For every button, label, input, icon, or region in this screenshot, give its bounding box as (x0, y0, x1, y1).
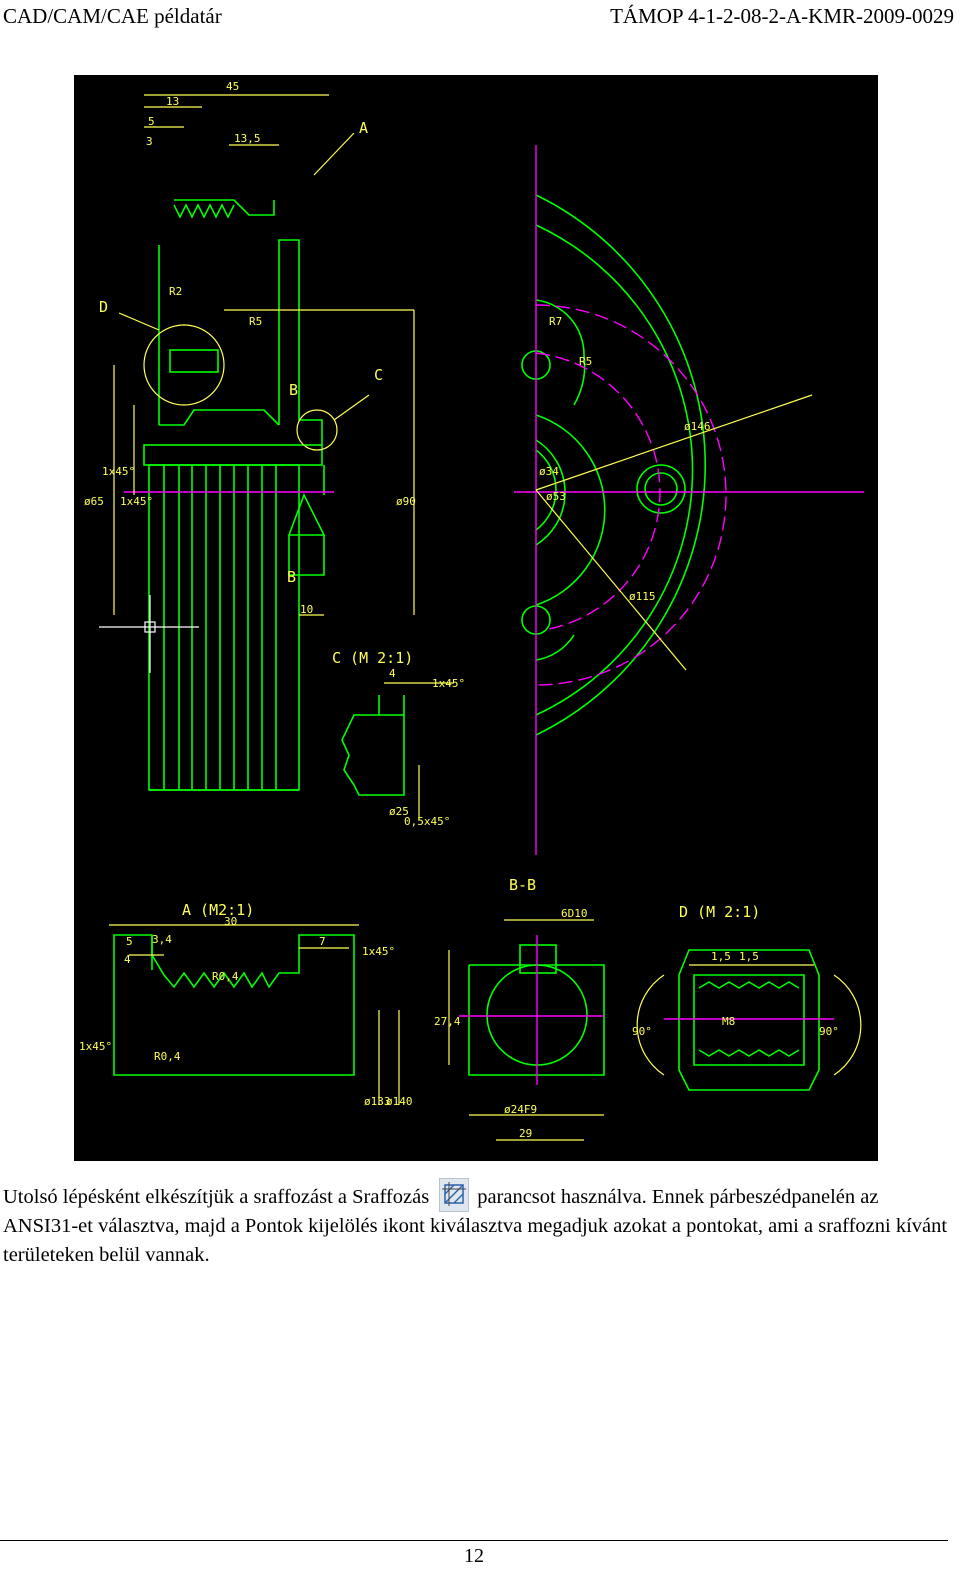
dim-3: 3 (146, 135, 153, 148)
cad-drawing: A D B C B C (M 2:1) A (M2:1) B-B D (M 2:… (74, 75, 878, 1161)
dim-d53: ø53 (546, 490, 566, 503)
dim-c-d25: ø25 (389, 805, 409, 818)
dim-a-30: 30 (224, 915, 237, 928)
dim-d-1-5a: 1,5 (711, 950, 731, 963)
dim-a-3-4: 3,4 (152, 933, 172, 946)
dim-d65: ø65 (84, 495, 104, 508)
section-c-title: C (M 2:1) (332, 649, 413, 667)
dim-b-d24f9: ø24F9 (504, 1103, 537, 1116)
dim-d115: ø115 (629, 590, 656, 603)
body-paragraph: Utolsó lépésként elkészítjük a sraffozás… (3, 1178, 953, 1270)
crosshair-cursor-icon (99, 595, 199, 673)
dim-d-m8: M8 (722, 1015, 735, 1028)
dim-b-29: 29 (519, 1127, 532, 1140)
header-left-title: CAD/CAM/CAE példatár (3, 4, 222, 28)
dim-d90: ø90 (396, 495, 416, 508)
label-B-bottom: B (287, 568, 296, 586)
dim-a-r04b: R0,4 (154, 1050, 181, 1063)
dim-a-4: 4 (124, 953, 131, 966)
dim-r7: R7 (549, 315, 562, 328)
dim-d-90a: 90° (632, 1025, 652, 1038)
cad-drawing-svg: A D B C B C (M 2:1) A (M2:1) B-B D (M 2:… (79, 80, 864, 1141)
dim-13: 13 (166, 95, 179, 108)
dim-a-1x45a: 1x45° (79, 1040, 112, 1053)
dim-b-27: 27,4 (434, 1015, 461, 1028)
dim-c-4: 4 (389, 667, 396, 680)
label-A: A (359, 119, 368, 137)
page-number: 12 (464, 1545, 484, 1567)
dim-r5b: R5 (579, 355, 592, 368)
paragraph-text-end: parancsot használva. Ennek párbeszédpane… (3, 1186, 948, 1266)
paragraph-text-start: Utolsó lépésként elkészítjük a sraffozás… (3, 1186, 430, 1208)
dim-r2: R2 (169, 285, 182, 298)
hatch-icon (439, 1178, 470, 1212)
dim-r5: R5 (249, 315, 262, 328)
dim-b-6d10: 6D10 (561, 907, 588, 920)
dim-d-1-5b: 1,5 (739, 950, 759, 963)
dim-13-5: 13,5 (234, 132, 261, 145)
section-d-title: D (M 2:1) (679, 903, 760, 921)
dim-5: 5 (148, 115, 155, 128)
dim-c1x45b: 1x45° (120, 495, 153, 508)
label-C: C (374, 366, 383, 384)
label-B-top: B (289, 381, 298, 399)
label-D: D (99, 298, 108, 316)
dim-d34: ø34 (539, 465, 559, 478)
dim-d146: ø146 (684, 420, 711, 433)
dim-45: 45 (226, 80, 239, 93)
dim-10: 10 (300, 603, 313, 616)
dim-a-r04a: R0,4 (212, 970, 239, 983)
footer-divider (0, 1540, 948, 1541)
dim-c1x45a: 1x45° (102, 465, 135, 478)
dim-c-1x45: 1x45° (432, 677, 465, 690)
dim-d-90b: 90° (819, 1025, 839, 1038)
section-a-title: A (M2:1) (182, 901, 254, 919)
dim-a-d140: ø140 (386, 1095, 413, 1108)
section-bb-title: B-B (509, 876, 536, 894)
dim-a-1x45b: 1x45° (362, 945, 395, 958)
header-right-title: TÁMOP 4-1-2-08-2-A-KMR-2009-0029 (610, 4, 954, 28)
dim-c-05x45: 0,5x45° (404, 815, 450, 828)
dim-a-7: 7 (319, 935, 326, 948)
dim-a-d133: ø133 (364, 1095, 391, 1108)
dim-a-5: 5 (126, 935, 133, 948)
